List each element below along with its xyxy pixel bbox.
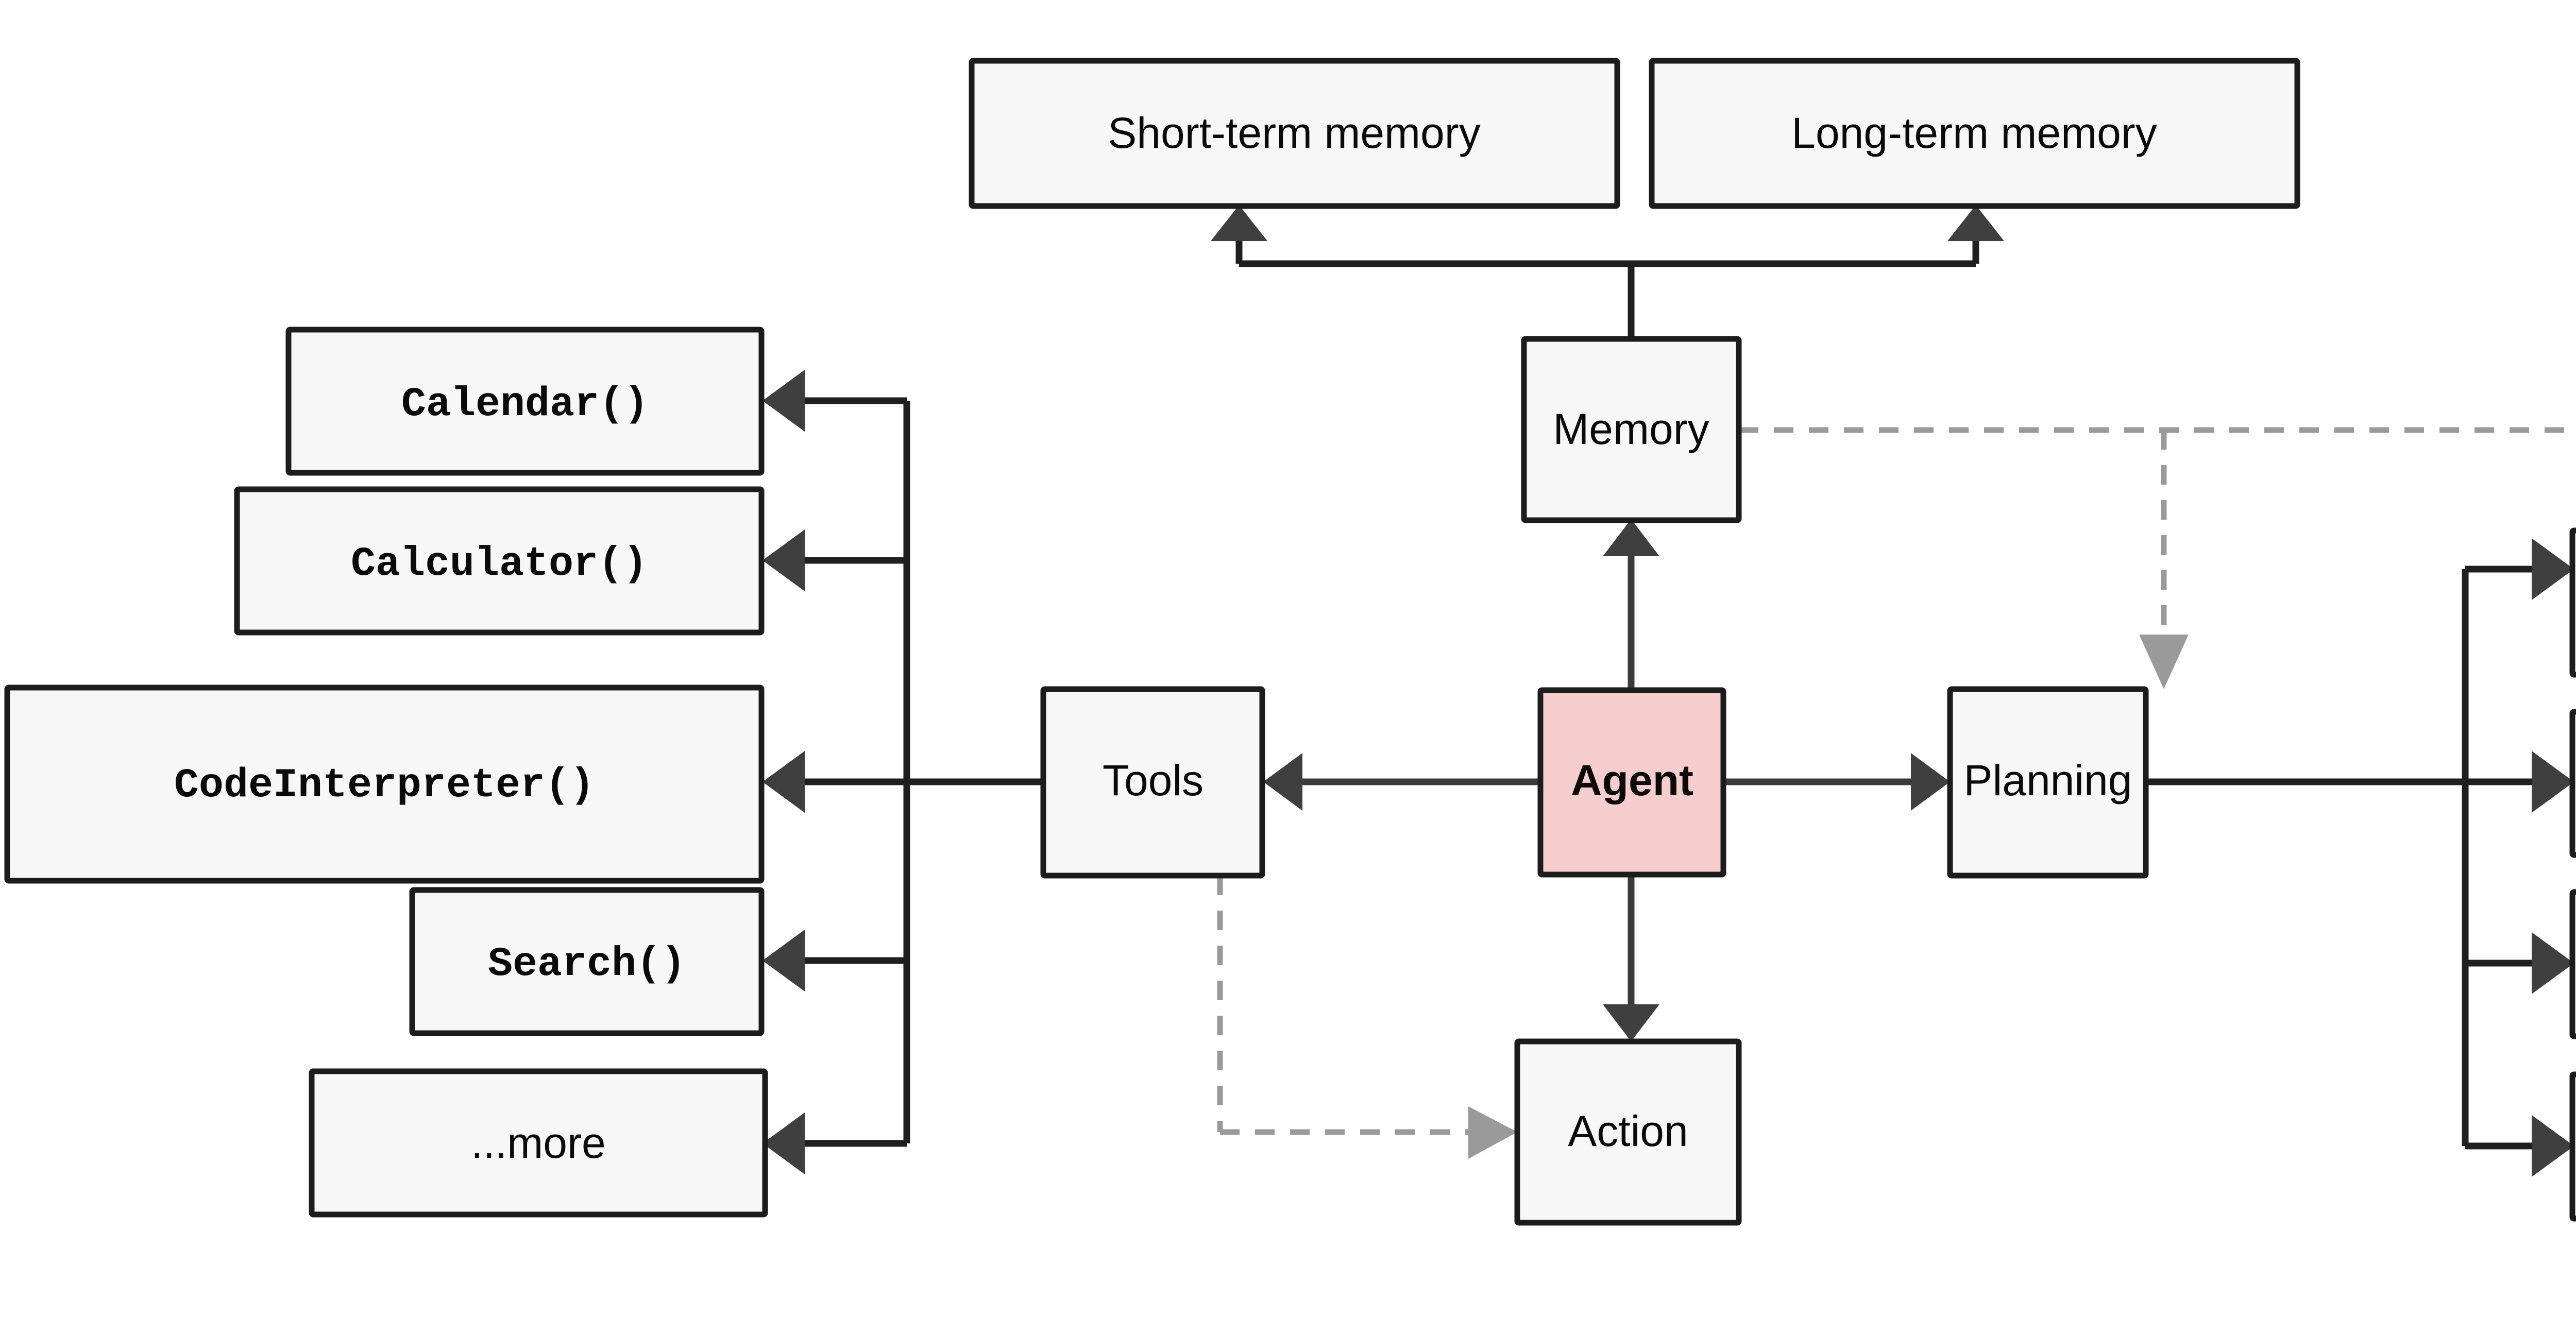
node-label-long-term-memory: Long-term memory: [1791, 109, 2157, 157]
arrowhead-planning: [1911, 753, 1950, 811]
node-label-code-interpreter: CodeInterpreter(): [174, 762, 595, 809]
arrowhead-reflection: [2532, 538, 2574, 600]
node-memory[interactable]: Memory: [1521, 336, 1742, 523]
arrowhead-self-critics: [2532, 751, 2574, 813]
node-subgoal-decomposition[interactable]: Subgoal decomposition: [2569, 1071, 2576, 1222]
node-calendar[interactable]: Calendar(): [285, 327, 765, 476]
node-calculator[interactable]: Calculator(): [234, 486, 765, 636]
node-tools[interactable]: Tools: [1040, 686, 1265, 879]
arrowhead-memory: [1603, 519, 1659, 556]
edge-tools-to-action-dashed: [1217, 876, 1517, 1159]
node-label-tools: Tools: [1103, 756, 1204, 805]
node-search[interactable]: Search(): [409, 887, 765, 1036]
arrowhead-search: [762, 930, 805, 991]
arrowhead-subgoal-decomposition: [2532, 1115, 2574, 1177]
node-agent[interactable]: Agent: [1537, 687, 1726, 878]
edge-agent-to-tools: [1263, 753, 1540, 811]
arrowhead-short-term-memory: [1211, 205, 1267, 241]
arrowhead-calendar: [762, 370, 805, 432]
node-label-calendar: Calendar(): [401, 381, 649, 428]
edge-agent-to-action: [1603, 876, 1659, 1041]
node-self-critics[interactable]: Self-critics: [2569, 709, 2576, 858]
node-long-term-memory[interactable]: Long-term memory: [1649, 58, 2300, 209]
arrowhead-planning-dashed: [2139, 635, 2189, 689]
edge-agent-to-memory: [1603, 519, 1659, 690]
arrowhead-calculator: [762, 529, 805, 591]
edge-memory-to-planning-dashed: [1739, 427, 2576, 689]
edge-memory-to-memory-types: [1211, 205, 2004, 339]
arrowhead-more: [762, 1112, 805, 1174]
arrowhead-action-dashed: [1468, 1106, 1517, 1159]
arrowhead-action: [1603, 1004, 1659, 1041]
arrowhead-chain-of-thoughts: [2532, 932, 2574, 994]
node-action[interactable]: Action: [1514, 1038, 1742, 1226]
node-label-more: ...more: [471, 1119, 605, 1167]
node-short-term-memory[interactable]: Short-term memory: [969, 58, 1620, 209]
edge-planning-to-planning-list: [2146, 538, 2574, 1177]
node-more[interactable]: ...more: [309, 1068, 768, 1218]
edge-tools-to-tool-list: [762, 370, 1043, 1174]
node-label-planning: Planning: [1964, 756, 2132, 805]
node-chain-of-thoughts[interactable]: Chain of thoughts: [2569, 889, 2576, 1039]
node-label-action: Action: [1568, 1107, 1688, 1155]
arrowhead-long-term-memory: [1947, 205, 2004, 241]
node-label-short-term-memory: Short-term memory: [1108, 109, 1480, 157]
node-code-interpreter[interactable]: CodeInterpreter(): [4, 684, 765, 884]
edge-agent-to-planning: [1723, 753, 1950, 811]
arrowhead-code-interpreter: [762, 751, 805, 813]
node-label-calculator: Calculator(): [351, 541, 648, 588]
node-label-search: Search(): [488, 941, 686, 988]
node-label-memory: Memory: [1553, 405, 1709, 453]
node-reflection[interactable]: Reflection: [2569, 527, 2576, 678]
node-label-agent: Agent: [1571, 756, 1693, 805]
node-planning[interactable]: Planning: [1947, 686, 2149, 879]
arrowhead-tools: [1263, 753, 1302, 811]
